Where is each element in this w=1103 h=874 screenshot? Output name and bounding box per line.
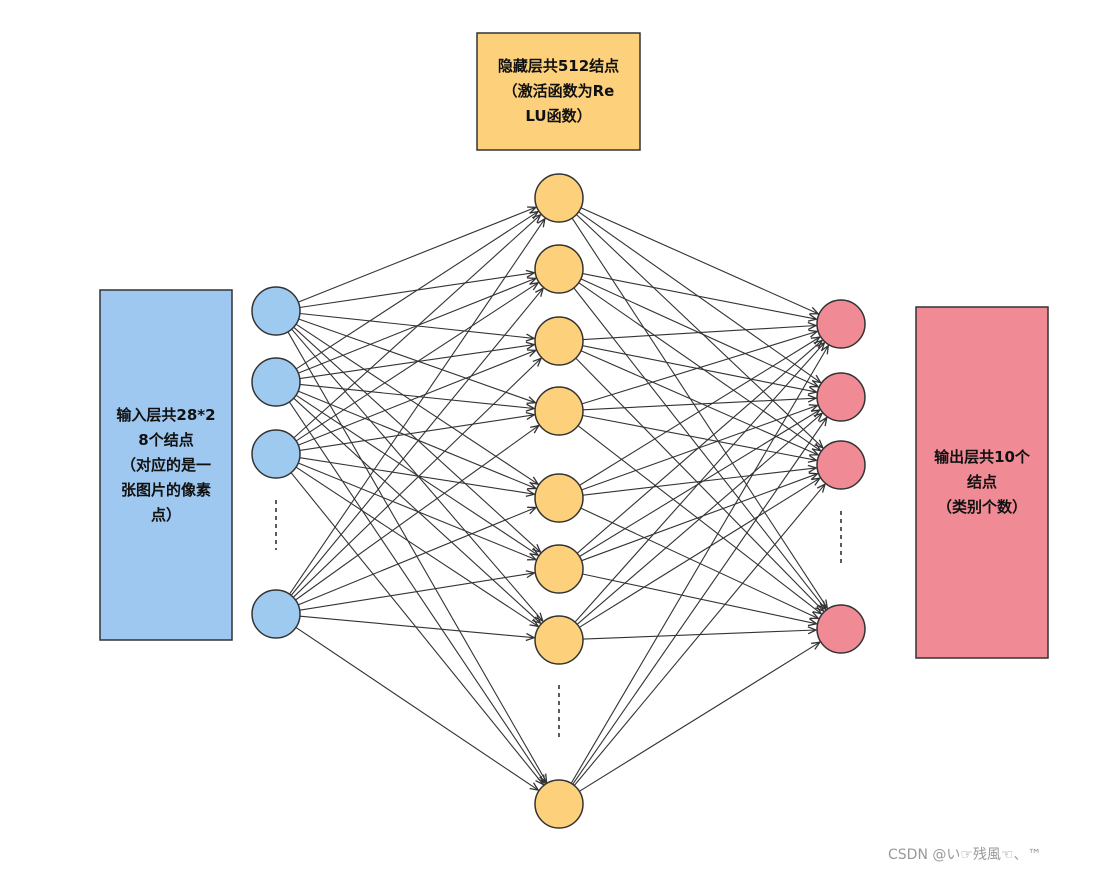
edge-hidden-4-output-3 — [580, 507, 819, 618]
input-label-line-1: 输入层共28*2 — [116, 405, 216, 424]
hidden-layer-box — [476, 32, 641, 151]
edge-input-0-hidden-4 — [295, 323, 538, 484]
hidden-layer-label: 隐藏层共512结点 （激活函数为Re LU函数） — [477, 33, 640, 150]
output-node-3 — [816, 604, 866, 654]
input-label-line-4: 张图片的像素 — [120, 480, 211, 499]
edge-hidden-3-output-3 — [577, 425, 821, 614]
edge-input-3-hidden-0 — [289, 219, 545, 595]
edge-input-2-hidden-1 — [295, 283, 538, 442]
output-node-2 — [816, 440, 866, 490]
edge-input-3-hidden-5 — [299, 573, 535, 611]
input-label-line-3: （对应的是一 — [120, 455, 211, 474]
output-layer-box — [915, 306, 1049, 659]
input-node-3 — [251, 589, 301, 639]
edge-hidden-1-output-0 — [582, 273, 817, 320]
edge-hidden-7-output-3 — [579, 642, 819, 792]
edge-hidden-4-output-0 — [579, 337, 819, 486]
edge-input-2-hidden-6 — [295, 466, 538, 626]
hidden-node-2 — [534, 316, 584, 366]
layer-nodes — [251, 173, 866, 829]
input-node-0 — [251, 286, 301, 336]
edge-hidden-2-output-2 — [580, 350, 818, 455]
hidden-node-6 — [534, 615, 584, 665]
output-node-0 — [816, 299, 866, 349]
hidden-node-3 — [534, 386, 584, 436]
output-label-line-3: （类别个数） — [936, 498, 1027, 516]
edge-hidden-2-output-0 — [582, 326, 816, 341]
edge-input-2-hidden-3 — [299, 415, 535, 451]
edge-hidden-1-output-3 — [573, 287, 826, 609]
edge-input-3-hidden-2 — [292, 358, 541, 598]
edge-hidden-2-output-1 — [582, 345, 817, 392]
edge-input-3-hidden-7 — [295, 626, 538, 790]
input-node-1 — [251, 357, 301, 407]
edge-input-1-hidden-0 — [295, 212, 538, 370]
edge-hidden-3-output-1 — [582, 398, 816, 411]
edge-hidden-0-output-1 — [578, 211, 821, 383]
edge-input-1-hidden-5 — [295, 394, 538, 555]
edge-input-1-hidden-4 — [297, 390, 536, 488]
edge-input-2-hidden-0 — [293, 215, 541, 439]
edge-hidden-6-output-2 — [579, 478, 819, 628]
edge-hidden-0-output-0 — [580, 207, 818, 314]
csdn-watermark: CSDN @い☞残風☜、™ — [888, 847, 1042, 863]
edge-hidden-4-output-2 — [582, 468, 816, 496]
edge-input-3-hidden-4 — [297, 508, 536, 606]
edge-hidden-5-output-3 — [582, 573, 817, 624]
hidden-node-5 — [534, 544, 584, 594]
input-layer-label: 输入层共28*2 8个结点 （对应的是一 张图片的像素 点） — [100, 290, 232, 640]
output-label-line-1: 输出层共10个 — [934, 448, 1030, 466]
edge-hidden-6-output-1 — [576, 413, 822, 625]
hidden-label-line-2: （激活函数为Re — [502, 82, 615, 100]
edge-hidden-1-output-2 — [578, 282, 821, 451]
edge-input-2-hidden-7 — [290, 472, 543, 785]
hidden-node-4 — [534, 473, 584, 523]
edge-hidden-3-output-0 — [581, 331, 817, 405]
edge-hidden-0-output-2 — [576, 214, 822, 448]
edge-input-0-hidden-3 — [298, 318, 536, 403]
output-label-line-2: 结点 — [966, 473, 997, 491]
output-layer-label: 输出层共10个 结点 （类别个数） — [916, 307, 1048, 658]
edge-hidden-5-output-2 — [581, 474, 818, 562]
input-node-2 — [251, 429, 301, 479]
edge-input-3-hidden-6 — [299, 615, 534, 638]
hidden-label-line-3: LU函数） — [525, 107, 592, 125]
edge-input-2-hidden-2 — [298, 350, 536, 446]
edge-input-0-hidden-7 — [287, 331, 547, 783]
input-layer-box — [99, 289, 233, 641]
input-label-line-2: 8个结点 — [138, 430, 194, 449]
connection-arrows — [287, 207, 828, 792]
edge-input-1-hidden-6 — [293, 397, 541, 623]
edge-hidden-7-output-1 — [572, 418, 827, 785]
output-node-1 — [816, 372, 866, 422]
hidden-node-0 — [534, 173, 584, 223]
edge-input-3-hidden-1 — [290, 288, 543, 596]
hidden-label-line-1: 隐藏层共512结点 — [497, 57, 620, 75]
hidden-node-7 — [534, 779, 584, 829]
edge-hidden-5-output-0 — [576, 340, 822, 554]
edge-input-2-hidden-5 — [297, 462, 536, 560]
edge-input-1-hidden-7 — [288, 401, 545, 783]
edge-hidden-6-output-0 — [574, 343, 824, 623]
edge-input-1-hidden-3 — [299, 383, 534, 408]
hidden-node-1 — [534, 244, 584, 294]
input-label-line-5: 点） — [150, 505, 181, 524]
edge-hidden-3-output-2 — [582, 414, 817, 461]
edge-hidden-2-output-3 — [575, 357, 824, 611]
edge-hidden-4-output-1 — [581, 405, 818, 491]
edge-input-0-hidden-0 — [298, 207, 536, 303]
edge-input-2-hidden-4 — [299, 457, 535, 495]
edge-hidden-7-output-0 — [570, 346, 828, 784]
edge-hidden-7-output-2 — [573, 484, 825, 786]
edge-input-3-hidden-3 — [295, 426, 539, 601]
edge-hidden-0-output-3 — [571, 217, 827, 608]
